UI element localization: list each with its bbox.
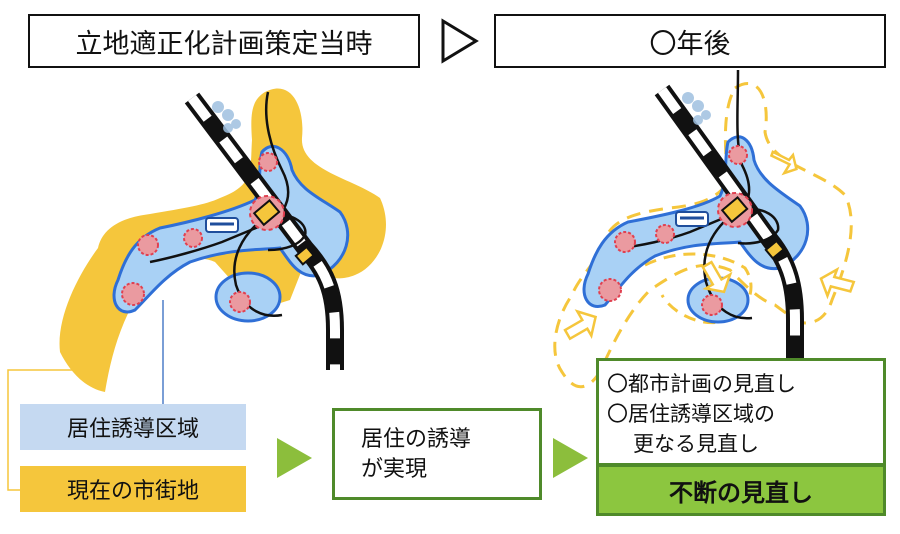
- flow-arrow-1: [277, 438, 312, 478]
- inward-arrows: [563, 150, 856, 341]
- review-line-1: 〇都市計画の見直し: [607, 372, 796, 396]
- review-line-2: 〇居住誘導区域の: [607, 402, 775, 426]
- right-map: [553, 69, 856, 389]
- legend-residential-area: 居住誘導区域: [20, 404, 246, 450]
- play-arrow-icon: [441, 18, 479, 64]
- legend-current-urban-area: 現在の市街地: [20, 466, 246, 512]
- water-icon-after: [682, 92, 711, 125]
- former-urban-area-dashed: [553, 82, 853, 389]
- induction-line-1: 居住の誘導: [361, 427, 472, 452]
- review-line-3: 更なる見直し: [633, 432, 759, 456]
- legend-urban-label: 現在の市街地: [66, 479, 199, 504]
- review-box: 〇都市計画の見直し 〇居住誘導区域の 更なる見直し: [596, 358, 886, 466]
- continuous-review-label: 不断の見直し: [669, 478, 813, 507]
- legend-residential-label: 居住誘導区域: [66, 417, 199, 442]
- left-title-box: 立地適正化計画策定当時: [28, 14, 420, 68]
- continuous-review-box: 不断の見直し: [596, 464, 886, 516]
- water-icon: [212, 101, 241, 133]
- left-map: [7, 88, 386, 491]
- right-title-box: 〇年後: [494, 14, 886, 68]
- right-title: 〇年後: [649, 28, 731, 60]
- flow-arrow-2: [553, 438, 588, 478]
- left-title: 立地適正化計画策定当時: [75, 28, 373, 60]
- induction-line-2: が実現: [361, 457, 428, 482]
- induction-result-box: 居住の誘導 が実現: [332, 408, 542, 500]
